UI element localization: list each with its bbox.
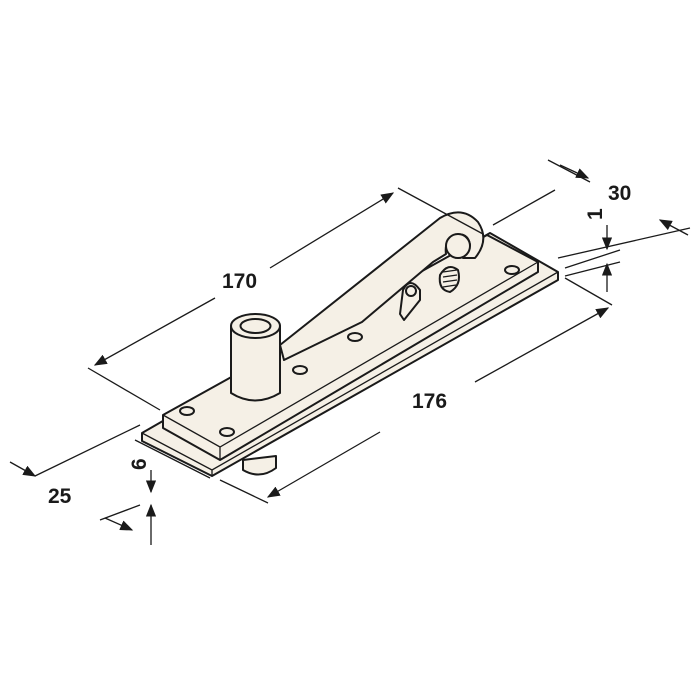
dimension-170: 170 xyxy=(87,187,484,411)
dimension-176: 176 xyxy=(219,277,613,504)
top-plate xyxy=(162,234,539,461)
dim-25-label: 25 xyxy=(48,485,72,508)
dim-30-label: 30 xyxy=(608,182,631,205)
dim-6-label: 6 xyxy=(128,458,151,470)
dimension-6: 6 xyxy=(99,439,211,545)
bottom-pin xyxy=(242,455,277,476)
pivot-cylinder xyxy=(230,313,281,402)
dim-176-label: 176 xyxy=(412,390,447,413)
dimension-25: 25 xyxy=(9,424,141,531)
lever-arm xyxy=(279,211,485,361)
dimension-30: 30 xyxy=(492,159,691,259)
dim-170-label: 170 xyxy=(222,270,257,293)
dimension-1: 1 xyxy=(564,208,621,292)
dim-1-label: 1 xyxy=(584,208,607,220)
